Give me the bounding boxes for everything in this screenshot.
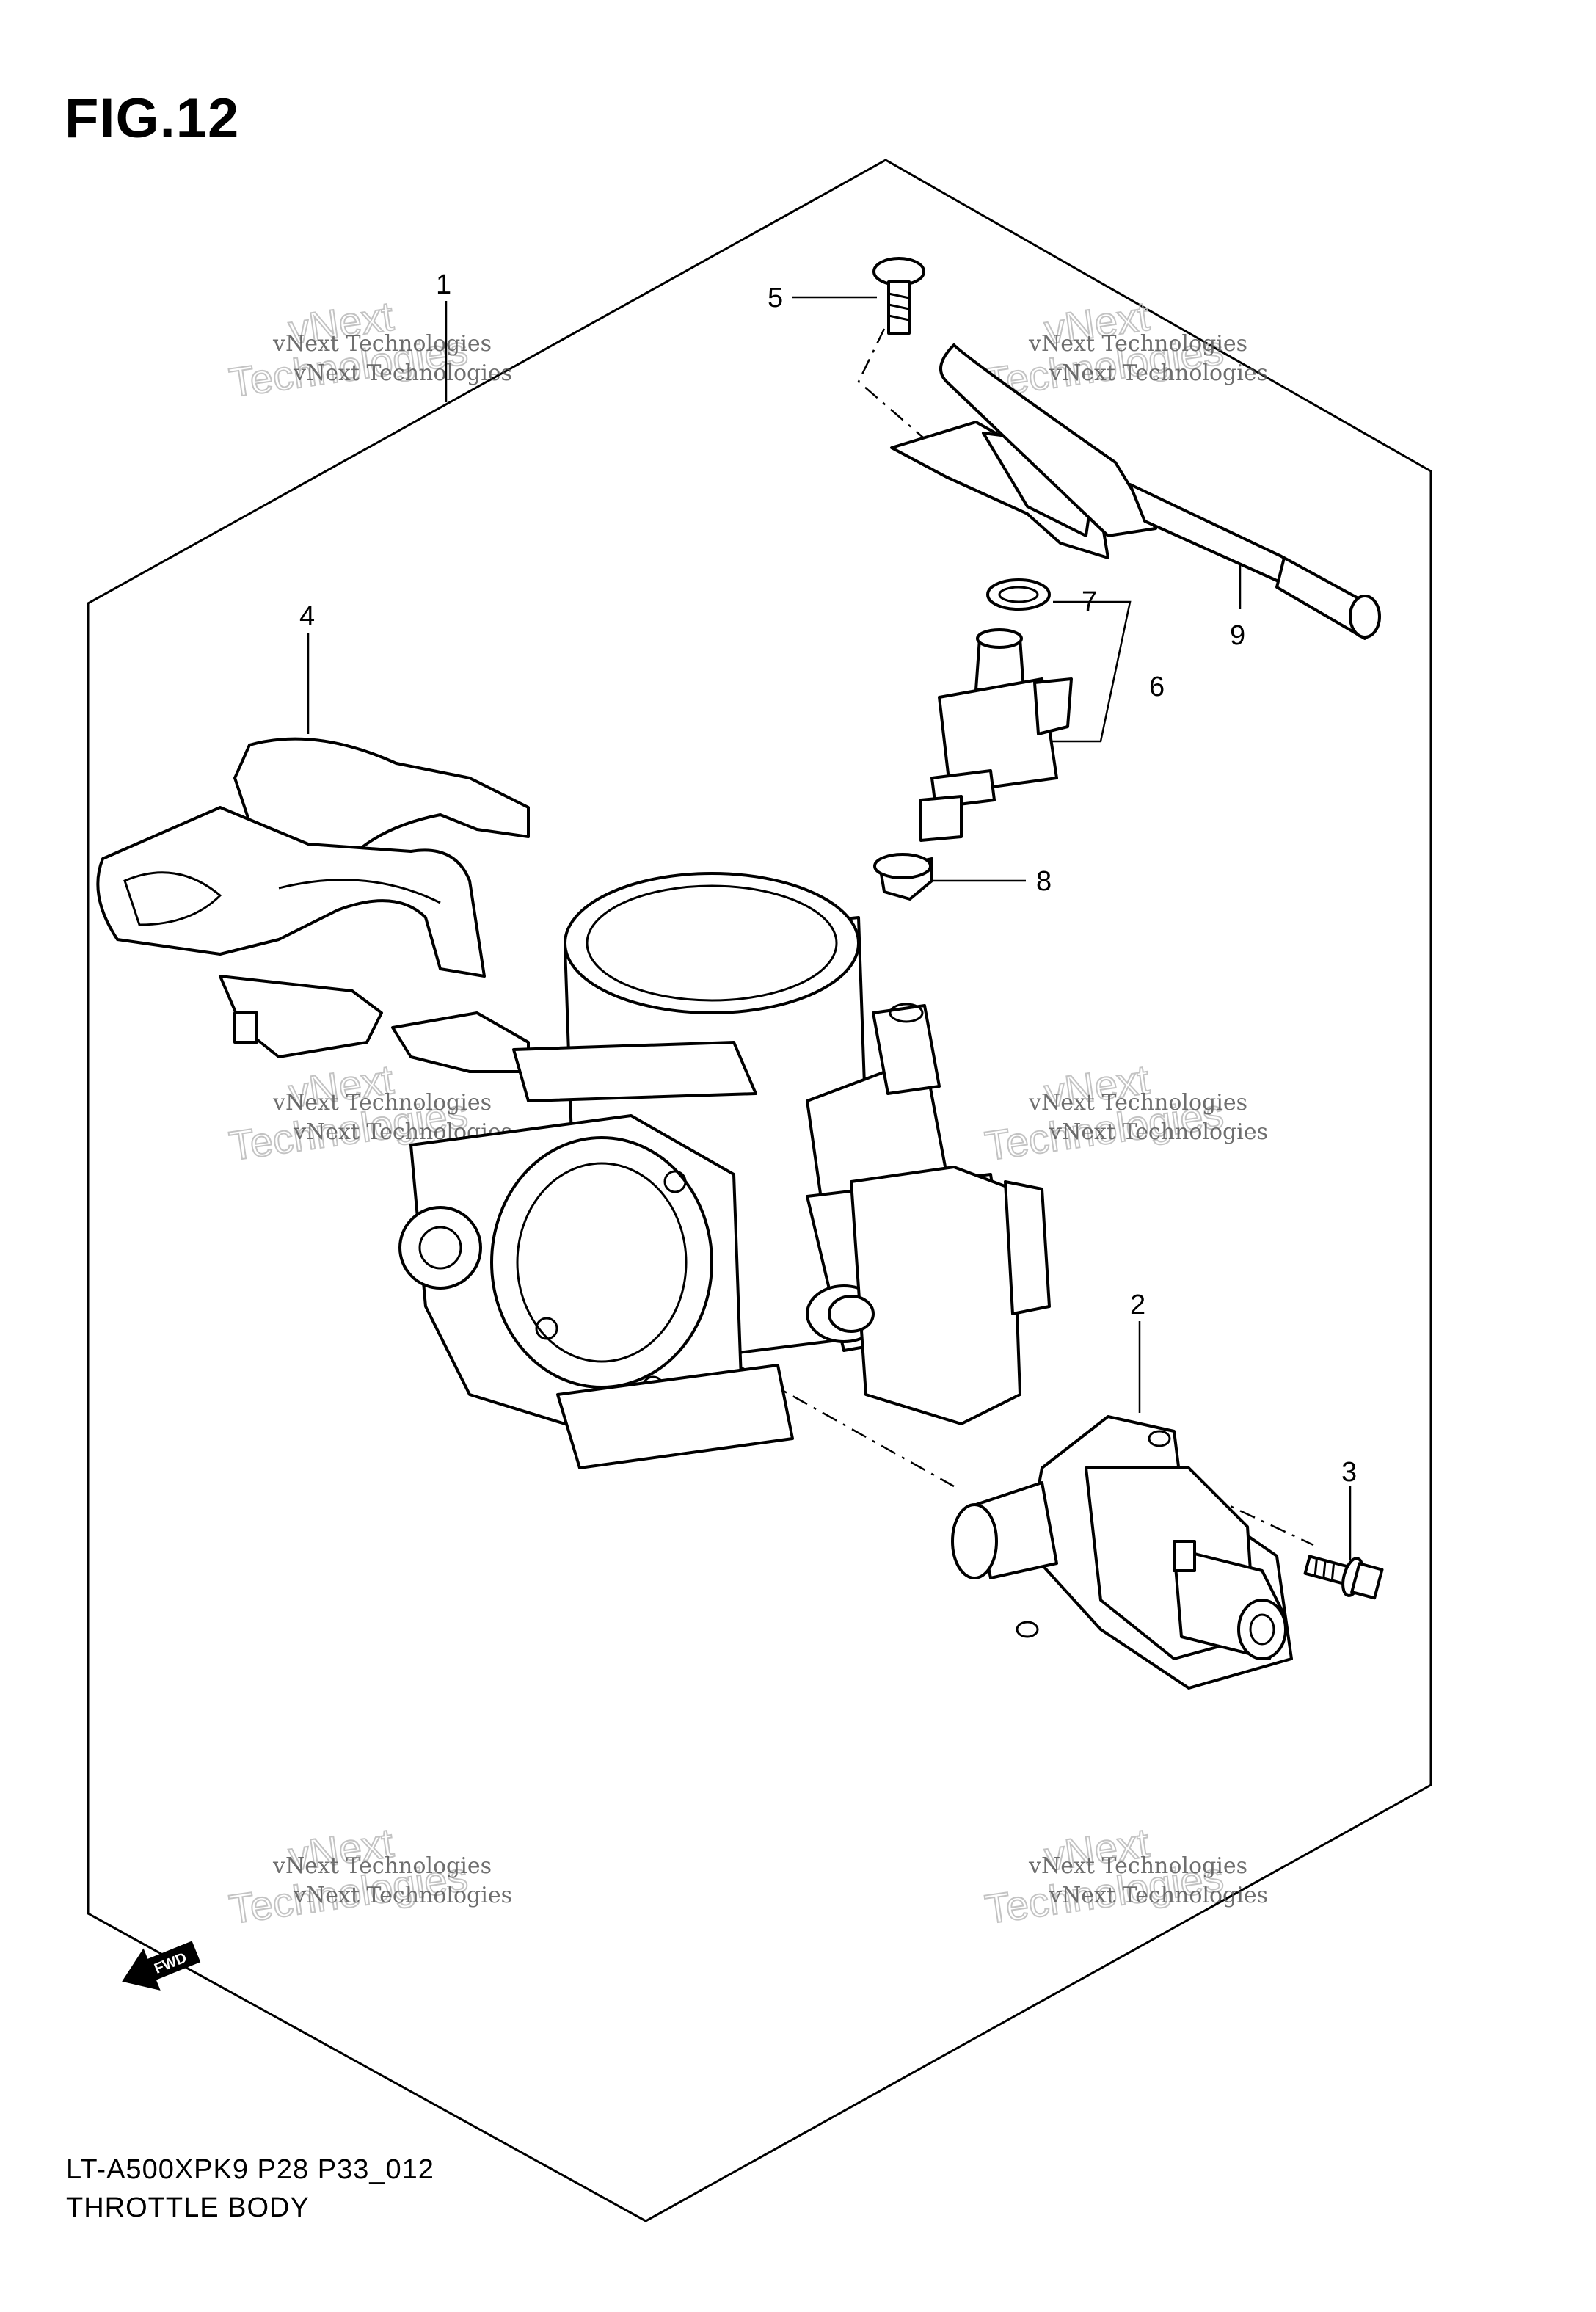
assembly-boundary bbox=[87, 159, 1432, 2222]
watermark-small-text: vNext Technologies bbox=[272, 331, 492, 357]
watermark-small-text: vNext Technologies bbox=[272, 1853, 492, 1879]
callout-2: 2 bbox=[1130, 1290, 1145, 1320]
watermark-small-text: vNext Technologies bbox=[1049, 1883, 1268, 1908]
callout-7: 7 bbox=[1082, 586, 1097, 617]
watermark-small-text: vNext Technologies bbox=[1028, 1090, 1247, 1116]
o-ring-inner bbox=[998, 586, 1039, 603]
leader-6 bbox=[1013, 600, 1132, 743]
callout-4: 4 bbox=[299, 601, 315, 632]
part-3-bolt bbox=[1303, 1555, 1384, 1600]
callout-1: 1 bbox=[436, 269, 451, 300]
part-2-idle-air-valve bbox=[951, 1415, 1293, 1690]
watermark-small-text: vNext Technologies bbox=[293, 360, 512, 386]
callout-3: 3 bbox=[1341, 1457, 1357, 1488]
figure-label: FIG.12 bbox=[65, 87, 240, 150]
part-4-guard bbox=[96, 737, 530, 1058]
watermark-small-text: vNext Technologies bbox=[272, 1090, 492, 1116]
callout-labels: 1 2 3 4 5 6 7 8 9 bbox=[299, 269, 1357, 1488]
diagram-title: THROTTLE BODY bbox=[66, 2192, 310, 2223]
callout-5: 5 bbox=[768, 283, 783, 313]
screw-axis bbox=[857, 328, 940, 452]
callout-6: 6 bbox=[1149, 672, 1165, 702]
watermark-small-text: vNext Technologies bbox=[293, 1883, 512, 1908]
leader-lines bbox=[307, 296, 1352, 1560]
callout-8: 8 bbox=[1036, 866, 1052, 897]
fwd-arrow-icon: FWD bbox=[122, 1941, 201, 1991]
watermark-small-text: vNext Technologies bbox=[1028, 1853, 1247, 1879]
part-6-fuel-injector bbox=[919, 628, 1073, 842]
part-7-o-ring bbox=[986, 578, 1051, 611]
model-code: LT-A500XPK9 P28 P33_012 bbox=[66, 2154, 434, 2185]
part-8-seal bbox=[873, 853, 933, 901]
part-5-screw bbox=[872, 257, 925, 335]
throttle-body bbox=[391, 872, 1051, 1469]
part-9-fuel-delivery-pipe bbox=[890, 343, 1381, 640]
watermark-small-text: vNext Technologies bbox=[1049, 1119, 1268, 1145]
watermark-small-text: vNext Technologies bbox=[1028, 331, 1247, 357]
bolt-axis bbox=[1148, 1466, 1314, 1546]
callout-9: 9 bbox=[1230, 620, 1245, 651]
watermark-small-text: vNext Technologies bbox=[1049, 360, 1268, 386]
